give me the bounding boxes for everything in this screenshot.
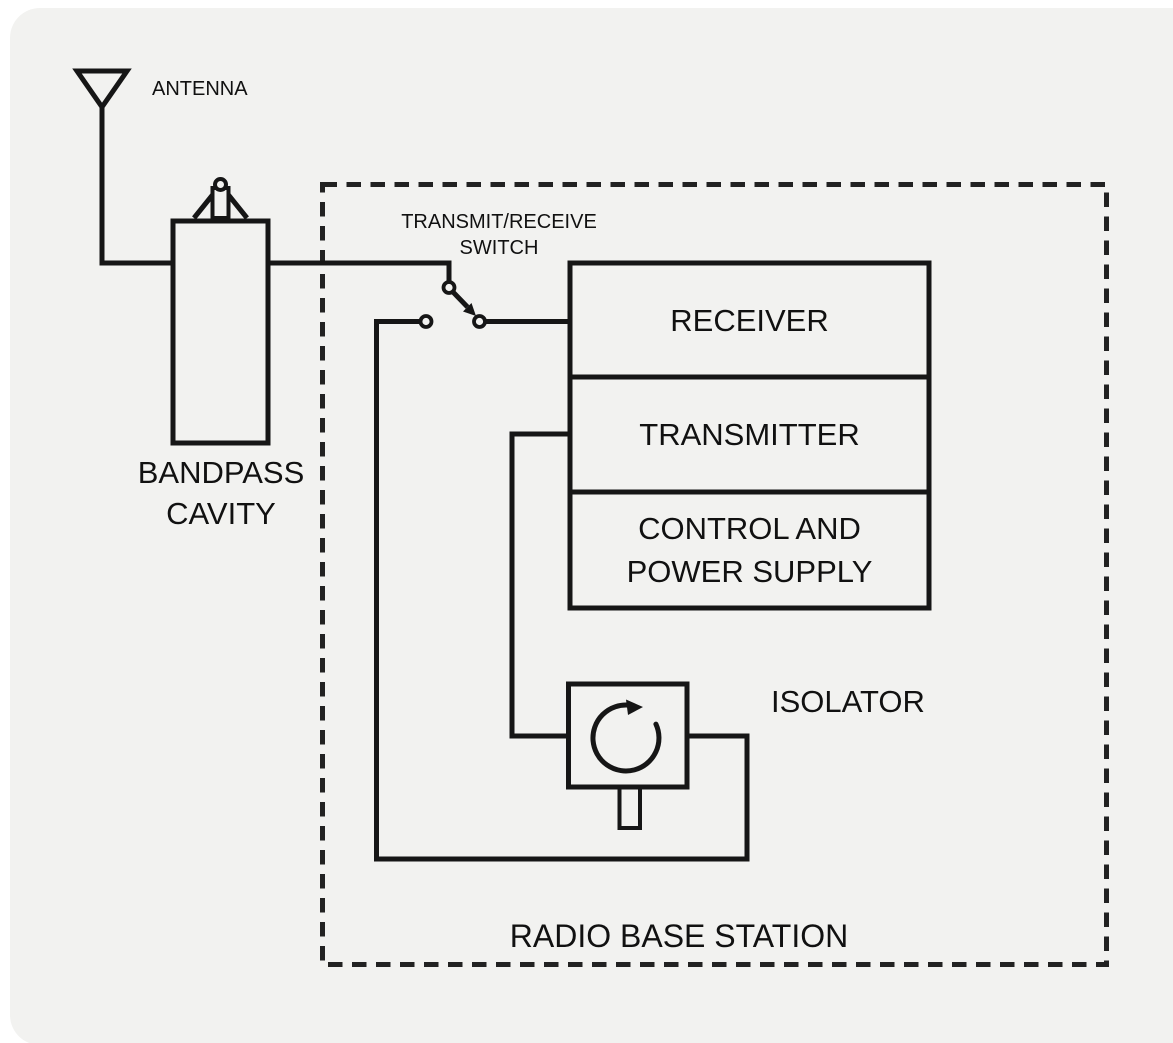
rotation-arrowhead (626, 699, 643, 715)
base-station-dashed-border (320, 182, 1109, 967)
isolator-load-stub (617, 785, 642, 830)
antenna-icon (72, 68, 132, 112)
switch-throw-right-terminal (472, 314, 487, 329)
clockwise-rotation-icon (590, 699, 662, 774)
radio-base-station-label: RADIO BASE STATION (509, 918, 849, 954)
cavity-tuner-knob (213, 177, 228, 192)
switch-to-isolator-wire (374, 319, 750, 862)
control-power-supply-label: CONTROL AND POWER SUPPLY (626, 511, 873, 589)
switch-pole-terminal (441, 280, 457, 295)
antenna-feedline-wire (99, 105, 452, 283)
bandpass-cavity-label: BANDPASS CAVITY (137, 455, 305, 531)
switch-throw-left-terminal (418, 314, 434, 329)
transmitter-label: TRANSMITTER (639, 417, 860, 452)
antenna-triangle (72, 68, 132, 112)
cavity-tuner-column (210, 186, 231, 220)
rotation-arc (590, 702, 662, 774)
switch-arm (451, 290, 470, 309)
cavity-tuner-icon (192, 177, 249, 220)
bandpass-cavity-box (170, 218, 271, 446)
transmit-receive-switch-label: TRANSMIT/RECEIVE SWITCH (401, 211, 597, 259)
transmitter-to-isolator-wire (509, 431, 570, 739)
isolator-label: ISOLATOR (771, 684, 925, 719)
main-unit-box (567, 260, 932, 611)
switch-arm-arrowhead (463, 303, 476, 316)
transmit-receive-switch-icon (418, 280, 487, 329)
antenna-label: ANTENNA (152, 78, 248, 100)
receiver-label: RECEIVER (670, 302, 829, 338)
